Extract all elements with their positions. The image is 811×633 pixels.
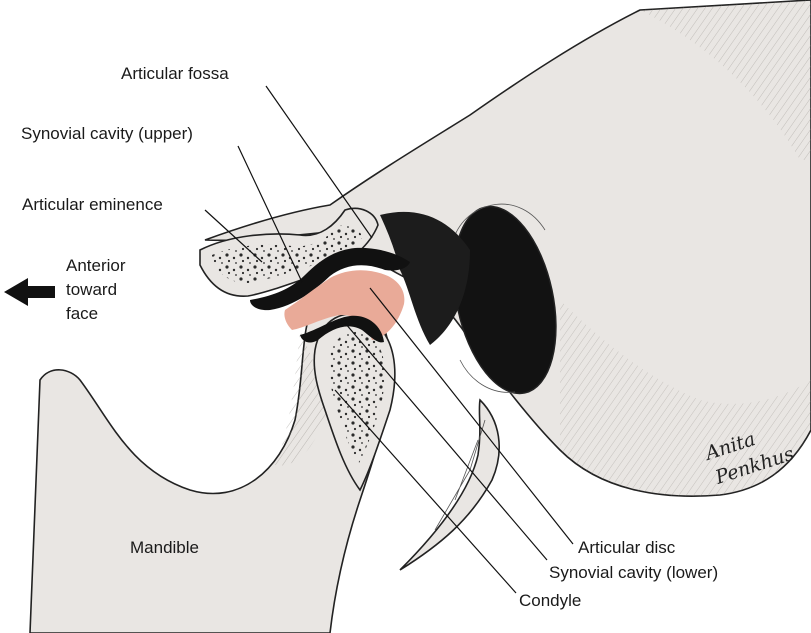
label-anterior-line2: toward xyxy=(66,280,117,299)
label-synovial-cavity-upper: Synovial cavity (upper) xyxy=(21,124,193,143)
label-anterior-line1: Anterior xyxy=(66,256,126,275)
label-condyle: Condyle xyxy=(519,591,581,610)
label-anterior-line3: face xyxy=(66,304,98,323)
label-articular-fossa: Articular fossa xyxy=(121,64,229,83)
label-mandible: Mandible xyxy=(130,538,199,557)
styloid-process xyxy=(400,400,499,570)
label-synovial-cavity-lower: Synovial cavity (lower) xyxy=(549,563,718,582)
label-articular-eminence: Articular eminence xyxy=(22,195,163,214)
label-articular-disc: Articular disc xyxy=(578,538,676,557)
arrow-left-icon xyxy=(4,278,55,306)
